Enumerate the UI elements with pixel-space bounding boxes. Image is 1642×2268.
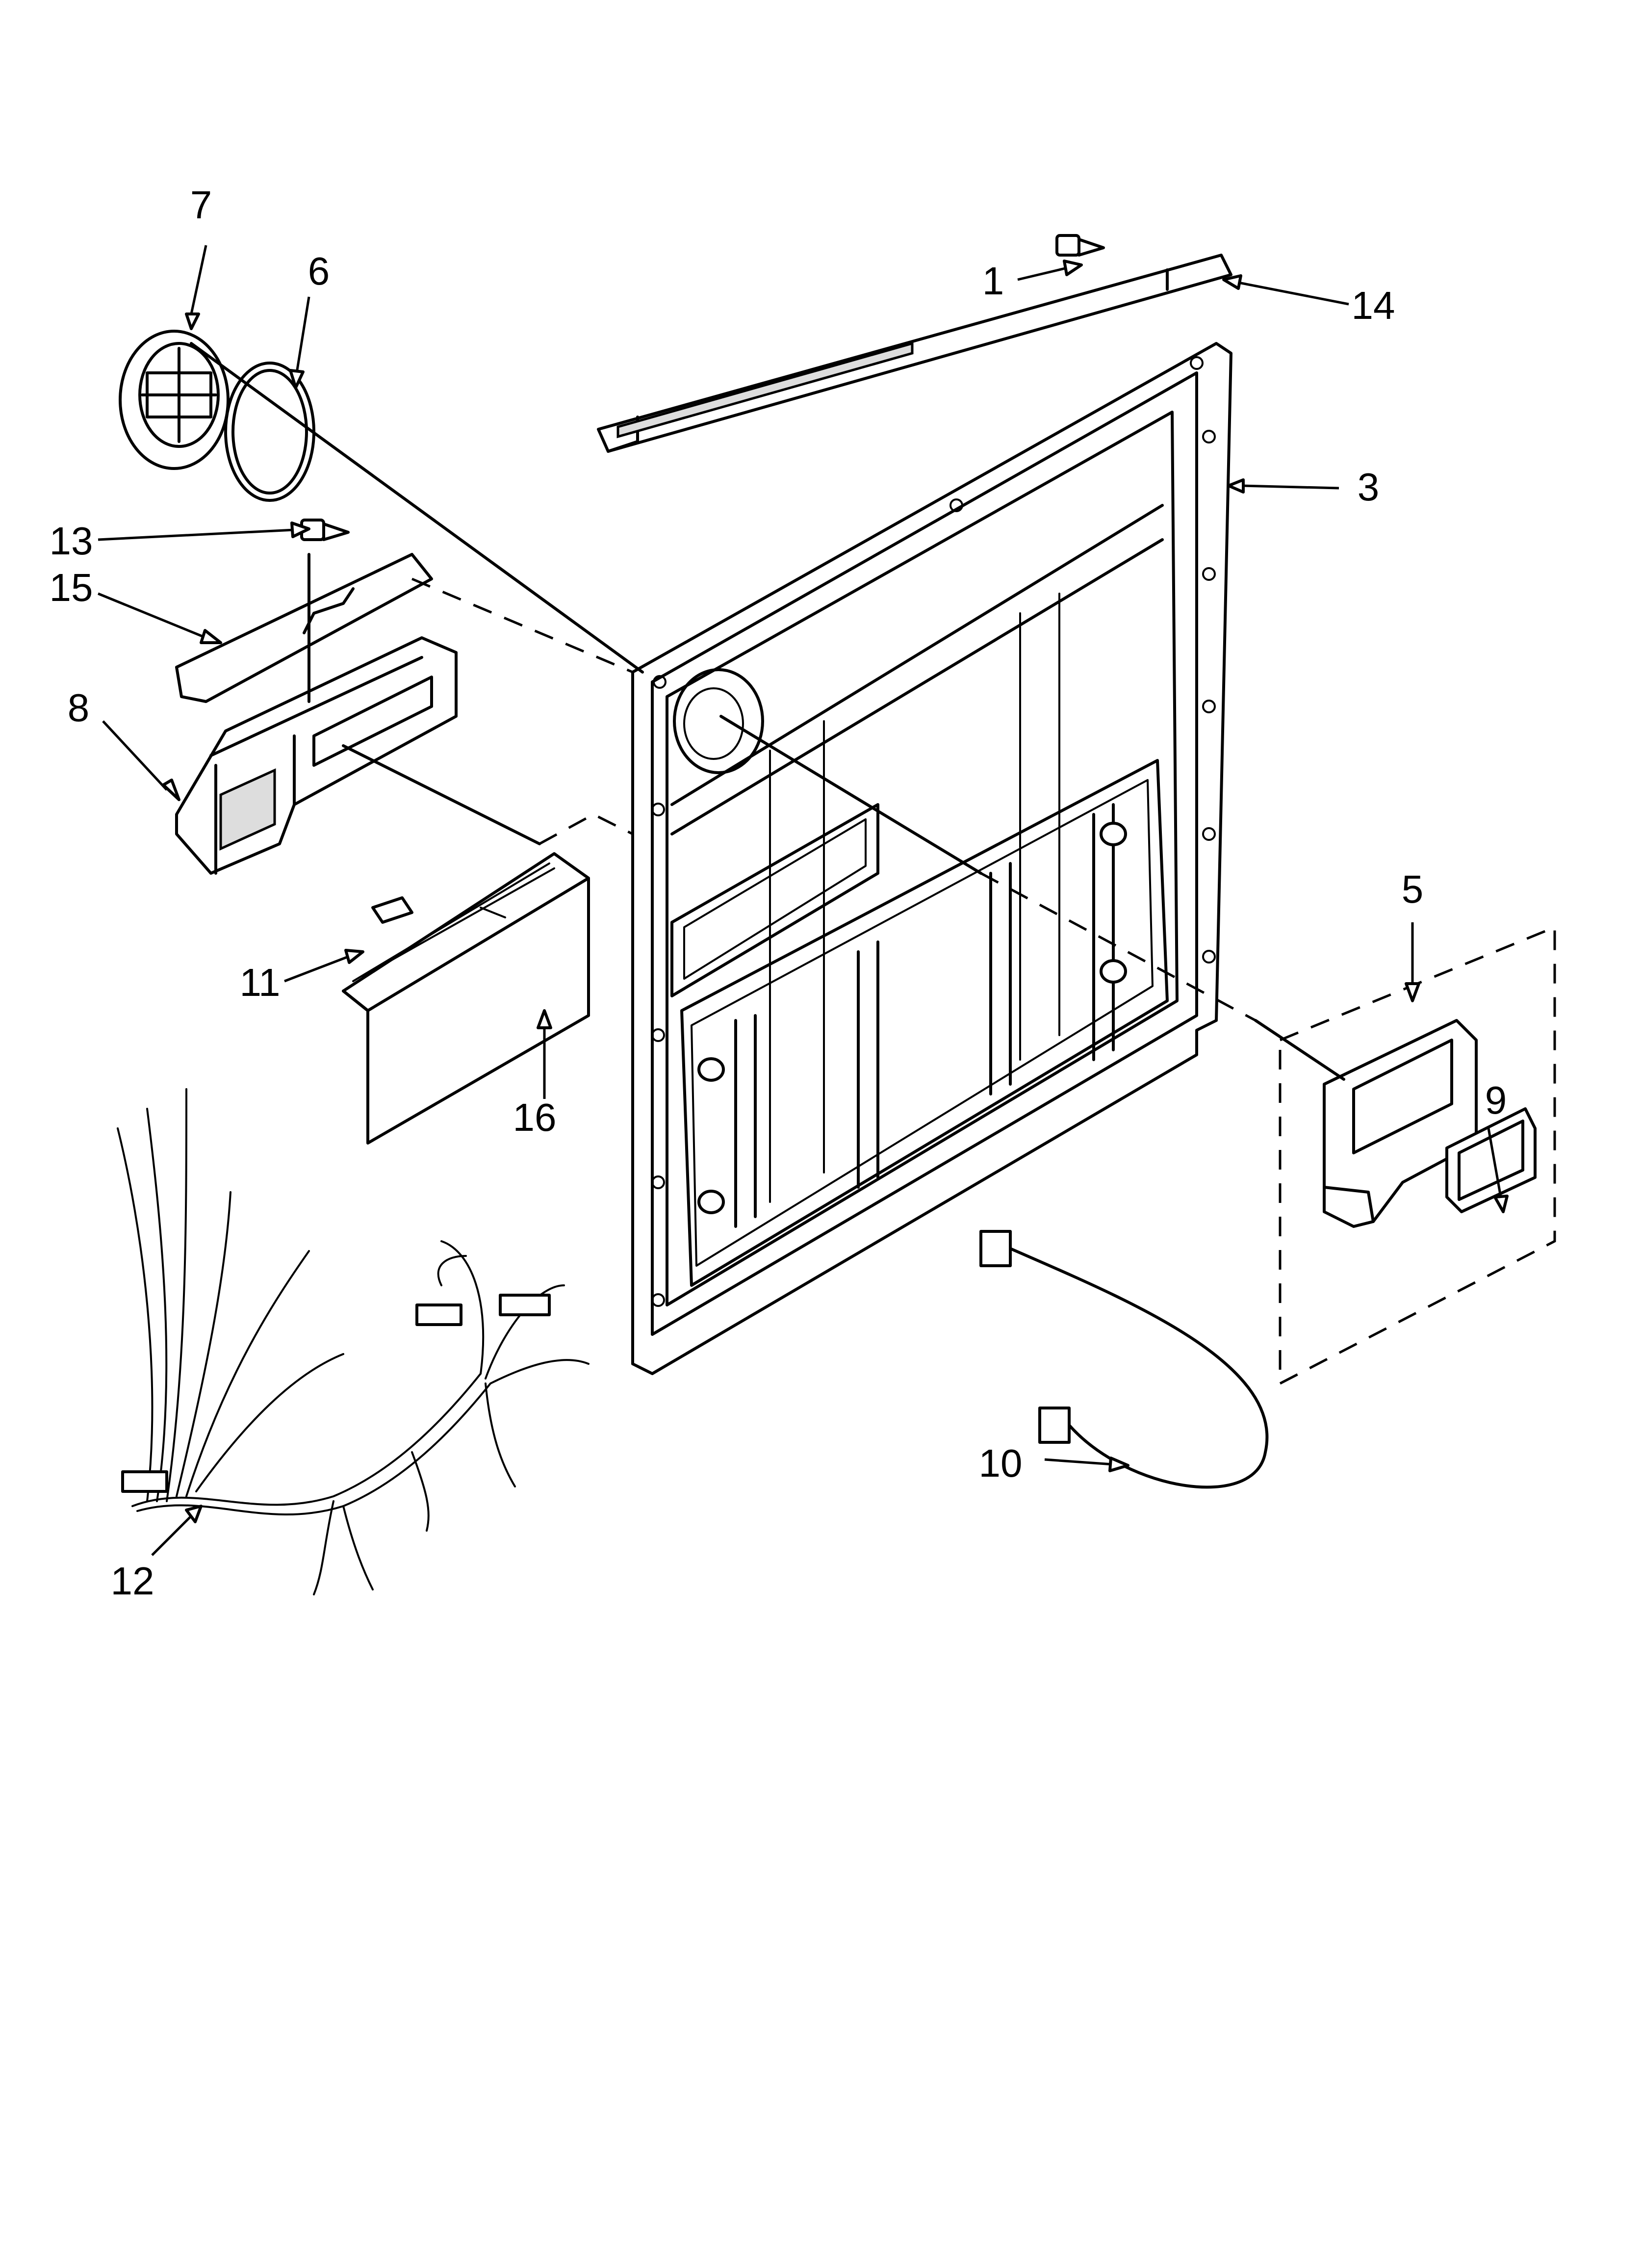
callout-14: 14 bbox=[1352, 284, 1395, 327]
callout-16: 16 bbox=[513, 1095, 557, 1139]
callout-13: 13 bbox=[50, 519, 93, 563]
callout-7: 7 bbox=[190, 183, 212, 227]
insulation-strip bbox=[342, 852, 590, 1145]
callout-15: 15 bbox=[50, 566, 93, 609]
callout-12: 12 bbox=[111, 1559, 154, 1603]
inner-door-panel bbox=[631, 342, 1232, 1375]
callout-3: 3 bbox=[1358, 465, 1380, 509]
callout-11: 11 bbox=[239, 961, 280, 1004]
vent-cap bbox=[119, 330, 230, 470]
leader-lines bbox=[190, 342, 1345, 1081]
vent-duct-assembly bbox=[1279, 925, 1556, 1386]
callout-arrows bbox=[98, 245, 1509, 1556]
vent-channel bbox=[597, 254, 1232, 453]
cable bbox=[979, 1230, 1269, 1489]
bracket-clip bbox=[371, 896, 413, 924]
callout-6: 6 bbox=[308, 249, 330, 293]
dispenser-assembly bbox=[175, 636, 458, 875]
callout-9: 9 bbox=[1485, 1078, 1507, 1122]
screw-1 bbox=[1055, 234, 1105, 257]
wire-harness bbox=[117, 1088, 590, 1595]
callout-10: 10 bbox=[979, 1441, 1023, 1485]
vent-gasket bbox=[224, 362, 315, 502]
callout-1: 1 bbox=[982, 259, 1004, 303]
callout-labels: 7 6 1 14 3 13 15 8 11 16 5 9 10 12 bbox=[50, 183, 1507, 1603]
callout-8: 8 bbox=[68, 686, 90, 730]
callout-5: 5 bbox=[1402, 867, 1424, 911]
